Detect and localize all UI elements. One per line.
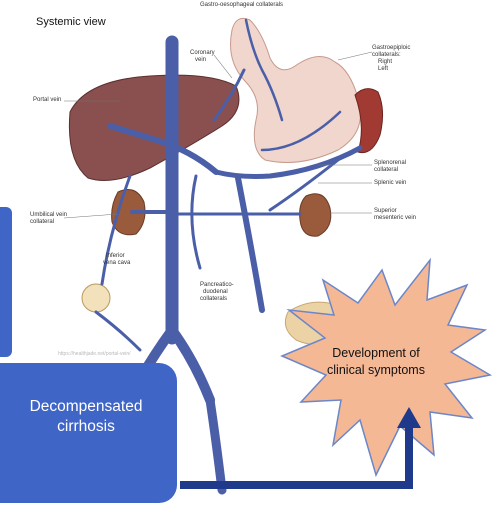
clinical-symptoms-text: Development of clinical symptoms [317, 345, 435, 379]
symptoms-line-1: Development of [317, 345, 435, 362]
label-gastro-oesophageal: Gastro-oesophageal collaterals [200, 2, 283, 9]
diagram-title: Systemic view [36, 16, 106, 28]
label-ivc-2: vena cava [103, 260, 130, 267]
label-superior-mesenteric-1: Superior [374, 208, 397, 215]
liver [69, 75, 239, 180]
leg-vein-right [210, 400, 222, 490]
superior-mesenteric-vein [238, 178, 262, 310]
label-splenorenal-1: Splenorenal [374, 160, 406, 167]
pancreatico-collaterals [192, 176, 200, 268]
label-umbilical-2: collateral [30, 219, 54, 226]
label-splenorenal-2: collateral [374, 167, 398, 174]
label-coronary-vein-1: Coronary [190, 50, 215, 57]
label-gastroepiploic-left: Left [378, 66, 388, 73]
label-gastroepiploic-2: collaterals: [372, 52, 401, 59]
label-ivc-1: Inferior [106, 253, 125, 260]
label-umbilical-1: Umbilical vein [30, 212, 67, 219]
label-pancreatico-2: duodenal [203, 289, 228, 296]
label-coronary-vein-2: vein [195, 57, 206, 64]
umbilicus [82, 284, 110, 312]
label-pancreatico-3: collaterals [200, 296, 227, 303]
decompensated-line-1: Decompensated [0, 397, 172, 417]
symptoms-line-2: clinical symptoms [317, 362, 435, 379]
source-watermark: https://healthjade.net/portal-vein/ [58, 351, 131, 357]
iliac-vein-right [172, 330, 210, 400]
label-portal-vein: Portal vein [33, 97, 61, 104]
umbilical-to-leg [96, 312, 140, 350]
decompensated-cirrhosis-text: Decompensated cirrhosis [0, 397, 172, 437]
decompensated-line-2: cirrhosis [0, 417, 172, 437]
label-gastroepiploic-1: Gastroepiploic [372, 45, 410, 52]
label-superior-mesenteric-2: mesenteric vein [374, 215, 416, 222]
left-callout-bar [0, 207, 12, 357]
right-kidney [300, 194, 331, 236]
label-splenic-vein: Splenic vein [374, 180, 406, 187]
label-pancreatico-1: Pancreatico- [200, 282, 234, 289]
label-gastroepiploic-right: Right [378, 59, 392, 66]
